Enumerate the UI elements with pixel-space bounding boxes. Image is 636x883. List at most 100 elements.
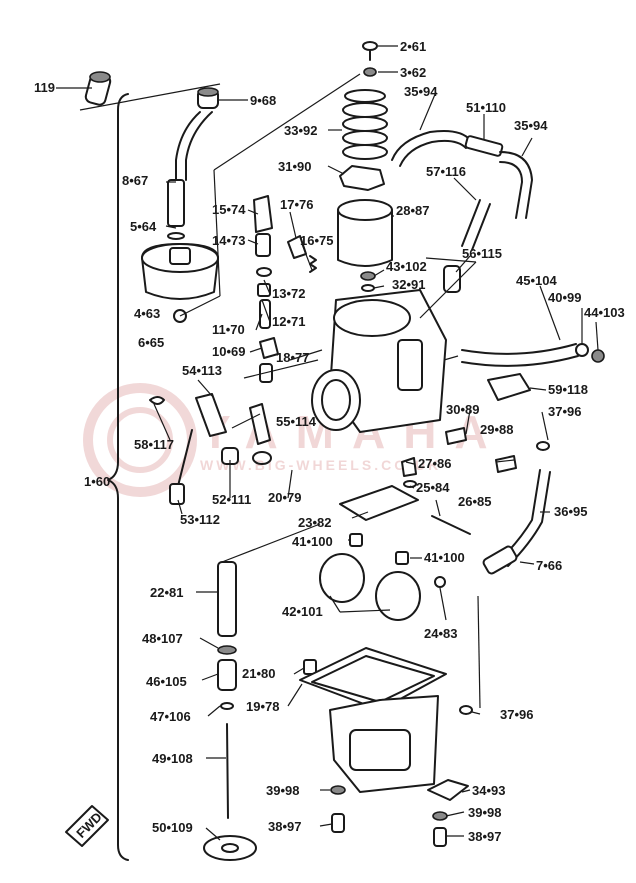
part-51-fitting (464, 135, 504, 157)
label-26-85: 26•85 (458, 494, 491, 509)
part-23-float-arm (339, 485, 419, 521)
part-39-washer-a (330, 785, 346, 795)
part-35-hose-left-edge (399, 139, 467, 167)
label-53-112: 53•112 (180, 512, 220, 527)
label-15-74: 15•74 (212, 202, 246, 217)
part-55-lever (249, 403, 271, 445)
part-45-hose-edge (461, 355, 579, 367)
fwd-arrow-badge: FWD (65, 805, 109, 847)
part-19-float-bowl (299, 647, 447, 793)
label-20-79: 20•79 (268, 490, 301, 505)
label-119: 119 (34, 80, 55, 95)
label-25-84: 25•84 (416, 480, 450, 495)
label-46-105: 46•105 (146, 674, 187, 689)
part-3-washer (363, 67, 377, 77)
label-33-92: 33•92 (284, 123, 317, 138)
part-27-jet (401, 457, 417, 477)
label-58-117: 58•117 (134, 437, 174, 452)
label-7-66: 7•66 (536, 558, 562, 573)
part-41-valve-b (395, 551, 409, 565)
part-41-valve-a (349, 533, 363, 547)
part-13-spring (256, 267, 272, 277)
part-50-washer (203, 835, 257, 861)
label-50-109: 50•109 (152, 820, 193, 835)
label-22-81: 22•81 (150, 585, 183, 600)
label-39-98-left: 39•98 (266, 783, 299, 798)
label-34-93: 34•93 (472, 783, 505, 798)
part-31-plate (339, 165, 385, 191)
part-2-screw (362, 41, 378, 61)
part-16-spring (309, 255, 317, 273)
part-38-screw-b (433, 827, 447, 847)
label-54-113: 54•113 (182, 363, 222, 378)
label-41-100-upper: 41•100 (292, 534, 333, 549)
label-18-77: 18•77 (276, 350, 309, 365)
label-11-70: 11•70 (212, 322, 245, 337)
label-10-69: 10•69 (212, 344, 245, 359)
part-9-cap (197, 87, 219, 109)
label-5-64: 5•64 (130, 219, 157, 234)
label-41-100-lower: 41•100 (424, 550, 465, 565)
assembly-bracket (107, 93, 129, 861)
part-35-hose-right-edge (499, 161, 523, 219)
label-16-75: 16•75 (300, 233, 333, 248)
part-43-washer (360, 271, 376, 281)
part-34-plate (427, 779, 469, 801)
leader-lines (56, 45, 599, 841)
part-25-oring (403, 480, 417, 488)
label-39-98-right: 39•98 (468, 805, 501, 820)
part-58-clip (149, 396, 165, 405)
label-1-60: 1•60 (84, 474, 110, 489)
part-8-hose-edge (185, 111, 213, 181)
part-labels: 119 2•61 3•62 9•68 35•94 51•110 35•94 33… (34, 39, 625, 844)
part-39-washer-b (432, 811, 448, 821)
part-53-cap (169, 483, 185, 505)
label-47-106: 47•106 (150, 709, 191, 724)
part-8-fitting (167, 179, 185, 227)
part-33-spring (342, 89, 388, 160)
label-28-87: 28•87 (396, 203, 429, 218)
label-59-118: 59•118 (548, 382, 588, 397)
part-26-pin (431, 515, 471, 535)
label-9-68: 9•68 (250, 93, 276, 108)
part-15-cap (253, 195, 273, 233)
label-55-114: 55•114 (276, 414, 317, 429)
part-28-slide (337, 199, 393, 267)
part-11-needle (259, 299, 271, 329)
label-57-116: 57•116 (426, 164, 466, 179)
label-6-65: 6•65 (138, 335, 164, 350)
label-35-94-left: 35•94 (404, 84, 438, 99)
part-32-clip (361, 284, 375, 292)
label-17-76: 17•76 (280, 197, 313, 212)
part-29-screw (495, 455, 517, 473)
part-8-hose (175, 111, 201, 181)
part-57-hose-edge (471, 203, 491, 251)
label-8-67: 8•67 (122, 173, 148, 188)
part-30-screw (445, 427, 467, 445)
label-56-115: 56•115 (462, 246, 502, 261)
part-20-oring (252, 451, 272, 465)
label-52-111: 52•111 (212, 492, 251, 507)
label-40-99: 40•99 (548, 290, 581, 305)
part-47-oring (220, 702, 234, 710)
carburetor-body (311, 289, 447, 433)
label-38-97-right: 38•97 (468, 829, 501, 844)
part-5-oring (167, 232, 185, 240)
part-54-choke-rod (195, 393, 227, 437)
label-2-61: 2•61 (400, 39, 426, 54)
label-42-101: 42•101 (282, 604, 323, 619)
part-48-washer (217, 645, 237, 655)
label-49-108: 49•108 (152, 751, 193, 766)
label-24-83: 24•83 (424, 626, 457, 641)
part-35-hose-right (499, 151, 533, 219)
label-27-86: 27•86 (418, 456, 451, 471)
part-24-screw (434, 576, 446, 588)
label-3-62: 3•62 (400, 65, 426, 80)
part-7-filter (482, 545, 518, 575)
part-42-float-left (319, 553, 365, 603)
label-48-107: 48•107 (142, 631, 183, 646)
label-44-103: 44•103 (584, 305, 625, 320)
part-49-rod (226, 723, 229, 819)
part-14-screw (255, 233, 271, 257)
label-30-89: 30•89 (446, 402, 479, 417)
